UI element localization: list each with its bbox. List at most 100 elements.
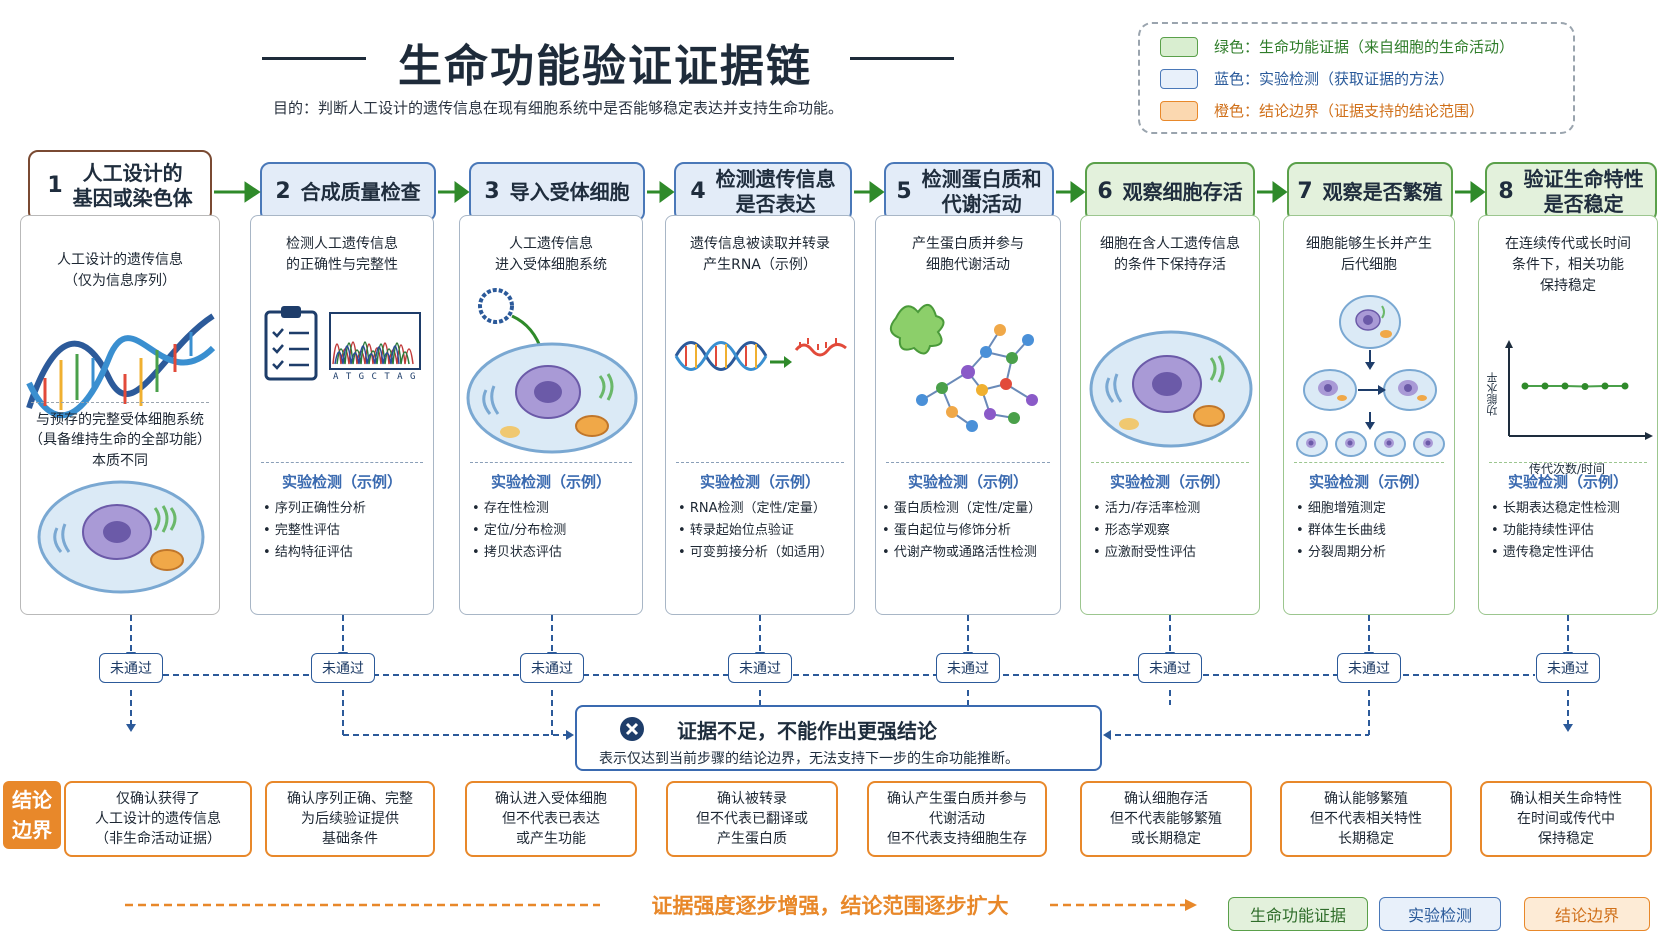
step-2-desc: 检测人工遗传信息 的正确性与完整性 (286, 236, 398, 273)
conclusion-1: 仅确认获得了 人工设计的遗传信息 （非生命活动证据） (64, 781, 252, 857)
step-6-desc: 细胞在含人工遗传信息 的条件下保持存活 (1100, 236, 1240, 273)
legend-green-swatch (1160, 36, 1198, 57)
step-6-exp-title: 实验检测（示例） (1109, 473, 1230, 491)
step-8-number: 8 (1498, 179, 1514, 205)
legend-blue-label: 蓝色：实验检测（获取证据的方法） (1214, 70, 1455, 88)
step-3-number: 3 (484, 179, 500, 205)
conclusion-2: 确认序列正确、完整 为后续验证提供 基础条件 (265, 781, 435, 857)
step-2-exp-item: 序列正确性分析 (263, 498, 427, 520)
conclusion-3-text: 确认进入受体细胞 但不代表已表达 或产生功能 (495, 791, 607, 847)
step-2-exp-title: 实验检测（示例） (281, 473, 402, 491)
stability-point (1541, 382, 1549, 390)
fail-badge-7: 未通过 (1337, 653, 1401, 683)
step-3-header: 3 导入受体细胞 (469, 162, 645, 222)
stability-point (1521, 382, 1529, 390)
step-1-number: 1 (47, 173, 63, 199)
step-4-panel: 遗传信息被读取并转录 产生RNA（示例） 实验检测（示例） RNA检测（定性/定… (665, 215, 855, 615)
stability-chart (1505, 340, 1653, 440)
fail-badge-1: 未通过 (99, 653, 163, 683)
footer-text: 证据强度逐步增强，结论范围逐步扩大 (651, 894, 1009, 918)
step-5-number: 5 (896, 179, 912, 205)
step-2-exp-item: 完整性评估 (263, 520, 427, 542)
conclusion-8-text: 确认相关生命特性 在时间或传代中 保持稳定 (1510, 791, 1622, 847)
step-6-exp-item: 应激耐受性评估 (1093, 542, 1253, 564)
step-2-header-text: 合成质量检查 (300, 179, 421, 204)
step-8-exp-item: 长期表达稳定性检测 (1491, 498, 1651, 520)
step-6-exp-item: 活力/存活率检测 (1093, 498, 1253, 520)
purpose-text: 目的：判断人工设计的遗传信息在现有细胞系统中是否能够稳定表达并支持生命功能。 (273, 99, 844, 117)
step-4-divider (676, 462, 844, 463)
step-7-divider (1294, 462, 1444, 463)
step-3-header-text: 导入受体细胞 (509, 179, 630, 204)
arrow-7-8 (1470, 181, 1486, 203)
step-3-desc: 人工遗传信息 进入受体细胞系统 (495, 236, 607, 273)
arrow-1-2 (244, 181, 261, 203)
step-8-exp-list: 长期表达稳定性检测 功能持续性评估 遗传稳定性评估 (1491, 498, 1651, 564)
stability-point (1621, 382, 1629, 390)
insufficient-subtitle: 表示仅达到当前步骤的结论边界，无法支持下一步的生命功能推断。 (599, 751, 1019, 767)
step-2-exp-list: 序列正确性分析 完整性评估 结构特征评估 (263, 498, 427, 564)
conclusion-1-text: 仅确认获得了 人工设计的遗传信息 （非生命活动证据） (95, 791, 221, 847)
step-5-panel: 产生蛋白质并参与 细胞代谢活动 实验检测（示例） 蛋白质检测（定性/定量） 蛋白… (875, 215, 1061, 615)
step-5-header-text: 检测蛋白质和 代谢活动 (921, 167, 1042, 216)
step-3-exp-list: 存在性检测 定位/分布检测 拷贝状态评估 (472, 498, 636, 564)
step-7-desc: 细胞能够生长并产生 后代细胞 (1306, 236, 1432, 273)
legend-green-label: 绿色：生命功能证据（来自细胞的生命活动） (1214, 38, 1515, 56)
sequence-letters: A T G C T A G (333, 372, 417, 382)
arrow-2-3 (454, 181, 470, 203)
step-5-exp-item: 代谢产物或通路活性检测 (882, 542, 1054, 564)
fail-badge-4: 未通过 (728, 653, 792, 683)
step-4-exp-item: 可变剪接分析（如适用） (678, 542, 848, 564)
step-5-exp-item: 蛋白质检测（定性/定量） (882, 498, 1054, 520)
page-title: 生命功能验证证据链 (398, 41, 812, 92)
stability-point (1581, 383, 1589, 390)
step-6-exp-item: 形态学观察 (1093, 520, 1253, 542)
step-1-header-text: 人工设计的 基因或染色体 (72, 161, 193, 210)
step-5-exp-item: 蛋白起位与修饰分析 (882, 520, 1054, 542)
conclusion-2-text: 确认序列正确、完整 为后续验证提供 基础条件 (287, 791, 413, 847)
badge-boundary: 结论边界 (1524, 897, 1650, 931)
step-6-divider (1091, 462, 1249, 463)
badge-experiment: 实验检测 (1379, 897, 1501, 931)
stability-chart-xlabel: 传代次数/时间 (1529, 462, 1606, 476)
step-8-panel: 在连续传代或长时间 条件下，相关功能 保持稳定 功能水平 传代次数/时间 实验检… (1478, 215, 1658, 615)
conclusion-6: 确认细胞存活 但不代表能够繁殖 或长期稳定 (1080, 781, 1252, 857)
step-7-panel: 细胞能够生长并产生 后代细胞 实验检测（示例） 细胞增殖测定 群体生长曲线 分裂… (1283, 215, 1455, 615)
plasmid-entering-cell-icon (466, 288, 638, 454)
step-7-exp-title: 实验检测（示例） (1308, 473, 1429, 491)
step-2-panel: 检测人工遗传信息 的正确性与完整性 A T G C T A G 实验检测（示例）… (250, 215, 434, 615)
step-2-divider (261, 462, 423, 463)
conclusion-3: 确认进入受体细胞 但不代表已表达 或产生功能 (465, 781, 637, 857)
step-1-desc2: 与预存的完整受体细胞系统 （具备维持生命的全部功能） 本质不同 (29, 412, 211, 469)
step-3-exp-item: 定位/分布检测 (472, 520, 636, 542)
living-cell-icon (1089, 330, 1253, 448)
step-7-exp-list: 细胞增殖测定 群体生长曲线 分裂周期分析 (1296, 498, 1448, 564)
badge-life-evidence: 生命功能证据 (1228, 897, 1368, 931)
step-2-header: 2 合成质量检查 (260, 162, 436, 222)
fail-badge-5: 未通过 (936, 653, 1000, 683)
conclusion-5-text: 确认产生蛋白质并参与 代谢活动 但不代表支持细胞生存 (887, 791, 1027, 847)
legend-blue-swatch (1160, 68, 1198, 89)
step-1-panel: 人工设计的遗传信息 （仅为信息序列） 与预存的完整受体细胞系统 （具备维持生命的… (20, 215, 220, 615)
dna-transcription-icon (674, 338, 847, 371)
conclusion-8: 确认相关生命特性 在时间或传代中 保持稳定 (1480, 781, 1652, 857)
step-2-number: 2 (275, 179, 291, 205)
step-5-exp-title: 实验检测（示例） (907, 473, 1028, 491)
step-6-panel: 细胞在含人工遗传信息 的条件下保持存活 实验检测（示例） 活力/存活率检测 形态… (1080, 215, 1260, 615)
step-5-header: 5 检测蛋白质和 代谢活动 (884, 162, 1054, 222)
legend-orange: 橙色：结论边界（证据支持的结论范围） (1160, 100, 1484, 121)
step-4-exp-title: 实验检测（示例） (699, 473, 820, 491)
step-3-divider (470, 462, 632, 463)
title-rule-left (262, 57, 366, 60)
step-3-exp-title: 实验检测（示例） (490, 473, 611, 491)
legend-orange-swatch (1160, 100, 1198, 121)
stability-point (1561, 382, 1569, 390)
conclusion-4-text: 确认被转录 但不代表已翻译或 产生蛋白质 (696, 791, 808, 847)
conclusion-7: 确认能够繁殖 但不代表相关特性 长期稳定 (1280, 781, 1452, 857)
step-4-exp-item: RNA检测（定性/定量） (678, 498, 848, 520)
step-7-exp-item: 群体生长曲线 (1296, 520, 1448, 542)
title-rule-right (850, 57, 954, 60)
recipient-cell-icon (37, 480, 205, 594)
